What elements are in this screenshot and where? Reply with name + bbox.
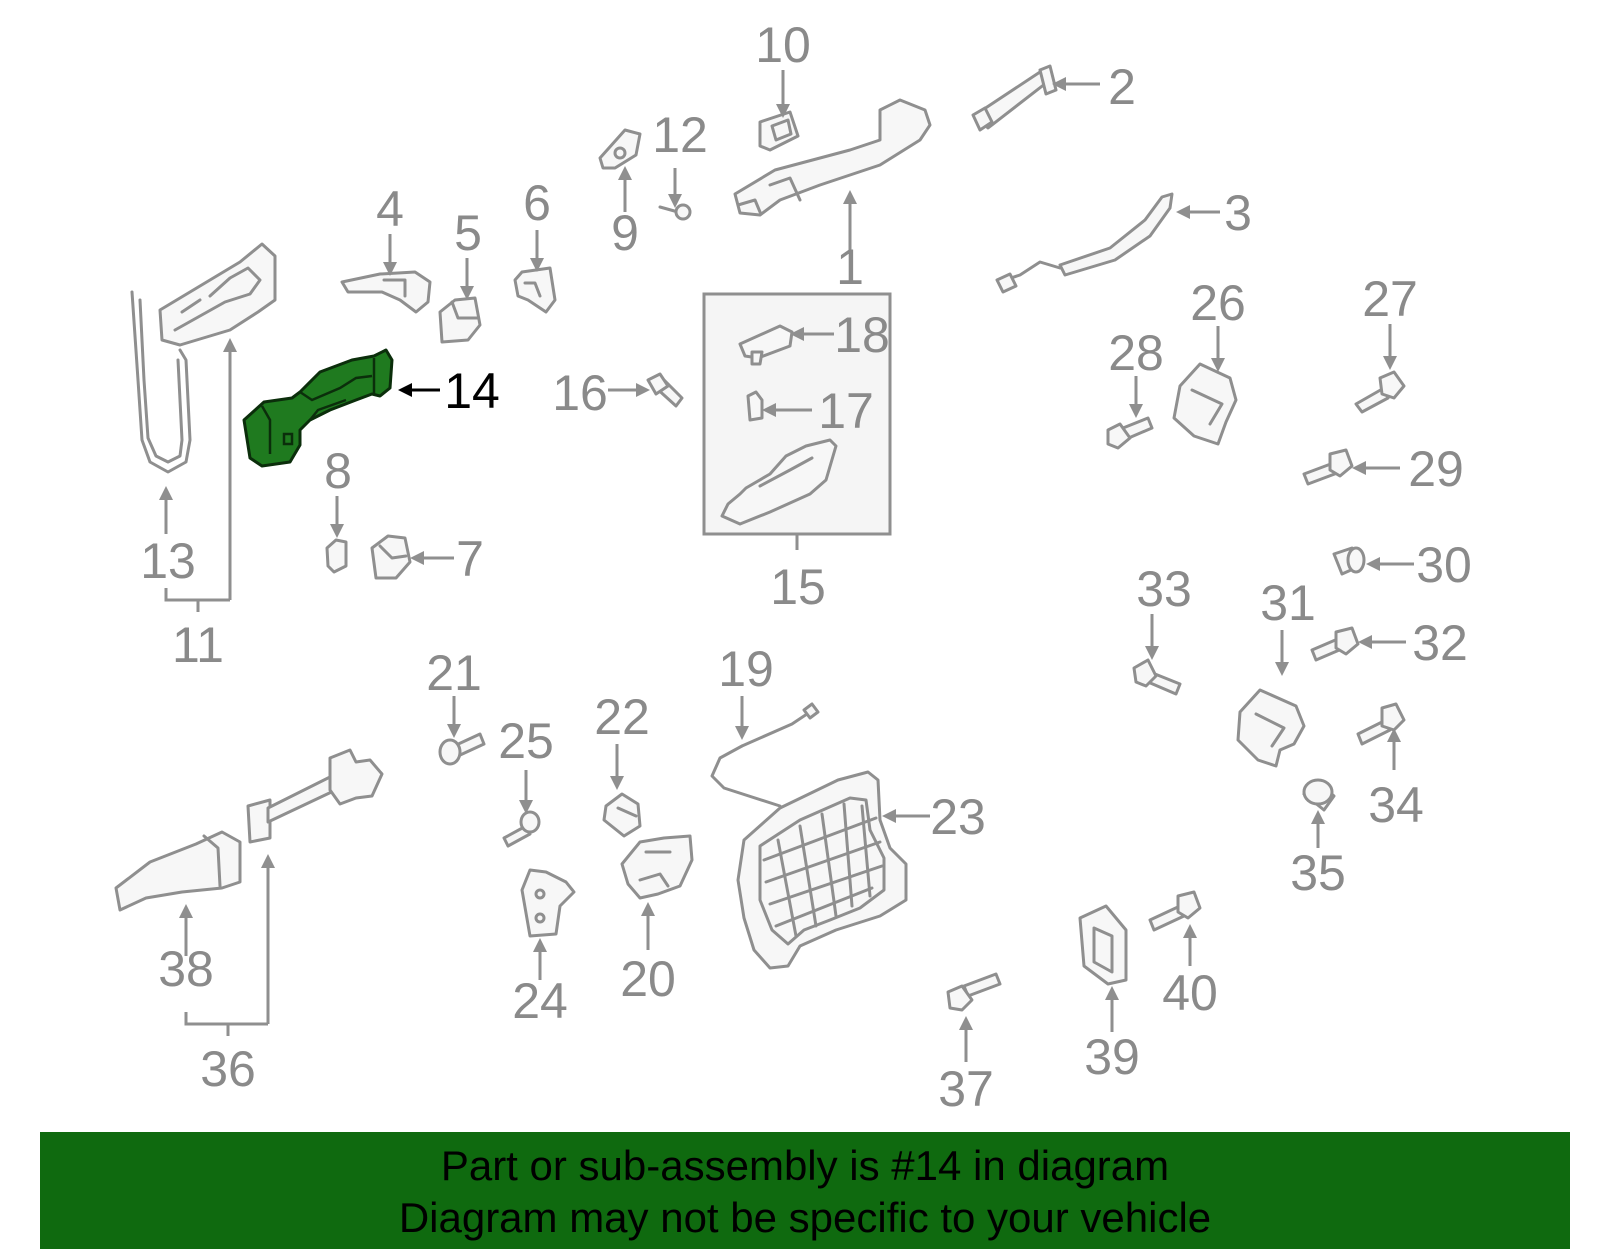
callout-1: 1	[836, 239, 864, 295]
part-31-shape	[1236, 688, 1306, 768]
callout-35: 35	[1290, 845, 1346, 901]
part-35-shape	[1302, 778, 1336, 812]
callout-8: 8	[324, 443, 352, 499]
part-37-shape	[946, 972, 1002, 1012]
part-13-shape	[130, 290, 192, 474]
callout-39: 39	[1084, 1029, 1140, 1085]
part-30-shape	[1332, 546, 1366, 576]
part-9-shape	[598, 128, 642, 170]
callout-18: 18	[834, 307, 890, 363]
callout-28: 28	[1108, 325, 1164, 381]
callout-20: 20	[620, 951, 676, 1007]
part-34-shape	[1356, 702, 1406, 746]
part-11-shape	[158, 242, 277, 347]
callout-9: 9	[611, 205, 639, 261]
banner-line-2: Diagram may not be specific to your vehi…	[398, 1194, 1212, 1241]
leader-lines	[159, 70, 1414, 1062]
part-5-shape	[438, 296, 482, 344]
callout-17: 17	[818, 383, 874, 439]
part-33-shape	[1132, 658, 1182, 696]
part-4-shape	[340, 270, 432, 314]
part-39-shape	[1078, 904, 1128, 986]
callout-3: 3	[1224, 185, 1252, 241]
callout-31: 31	[1260, 575, 1316, 631]
callout-25: 25	[498, 713, 554, 769]
callout-6: 6	[523, 175, 551, 231]
info-banner: Part or sub-assembly is #14 in diagram D…	[40, 1132, 1570, 1249]
callout-5: 5	[454, 205, 482, 261]
part-2-shape	[971, 64, 1058, 132]
callout-10: 10	[755, 17, 811, 73]
callout-4: 4	[376, 181, 404, 237]
part-25-shape	[502, 810, 541, 848]
part-6-shape	[513, 266, 557, 314]
part-23-shape	[736, 770, 908, 970]
callout-22: 22	[594, 689, 650, 745]
callout-26: 26	[1190, 275, 1246, 331]
part-16-shape	[646, 372, 684, 408]
part-22-shape	[602, 792, 642, 838]
part-14-shape	[242, 348, 394, 468]
part-36-shape	[246, 748, 384, 844]
callout-23: 23	[930, 789, 986, 845]
part-8-shape	[325, 538, 348, 574]
callout-7: 7	[456, 531, 484, 587]
callout-19: 19	[718, 641, 774, 697]
callout-15: 15	[770, 559, 826, 615]
part-3-shape	[995, 192, 1174, 294]
part-1-shape	[733, 98, 932, 217]
part-20-shape	[620, 834, 694, 900]
banner-line-1: Part or sub-assembly is #14 in diagram	[440, 1142, 1170, 1189]
callout-30: 30	[1416, 537, 1472, 593]
part-40-shape	[1148, 890, 1202, 932]
callout-24: 24	[512, 973, 568, 1029]
part-19-shape	[710, 702, 820, 808]
part-38-shape	[114, 830, 242, 912]
callout-13: 13	[140, 533, 196, 589]
callout-21: 21	[426, 645, 482, 701]
part-26-shape	[1172, 362, 1238, 446]
callout-34: 34	[1368, 777, 1424, 833]
part-28-shape	[1106, 416, 1154, 450]
part-21-shape	[438, 732, 486, 766]
callout-38: 38	[158, 941, 214, 997]
callout-2: 2	[1108, 59, 1136, 115]
callout-14: 14	[444, 363, 500, 419]
part-12-shape	[658, 203, 692, 221]
part-27-shape	[1354, 370, 1406, 414]
callout-36: 36	[200, 1041, 256, 1097]
part-32-shape	[1310, 626, 1360, 662]
callout-29: 29	[1408, 441, 1464, 497]
callout-11: 11	[172, 617, 224, 673]
part-24-shape	[520, 868, 576, 938]
callout-37: 37	[938, 1061, 994, 1117]
callout-27: 27	[1362, 271, 1418, 327]
part-10-shape	[758, 110, 800, 152]
callout-numbers: 1 2 3 4 5 6 7 8 9 10 11 12 13 14 15 16 1…	[140, 17, 1472, 1117]
callout-40: 40	[1162, 965, 1218, 1021]
part-29-shape	[1302, 448, 1354, 486]
callout-12: 12	[652, 107, 708, 163]
callout-32: 32	[1412, 615, 1468, 671]
callout-33: 33	[1136, 561, 1192, 617]
part-7-shape	[370, 534, 412, 580]
callout-16: 16	[552, 365, 608, 421]
